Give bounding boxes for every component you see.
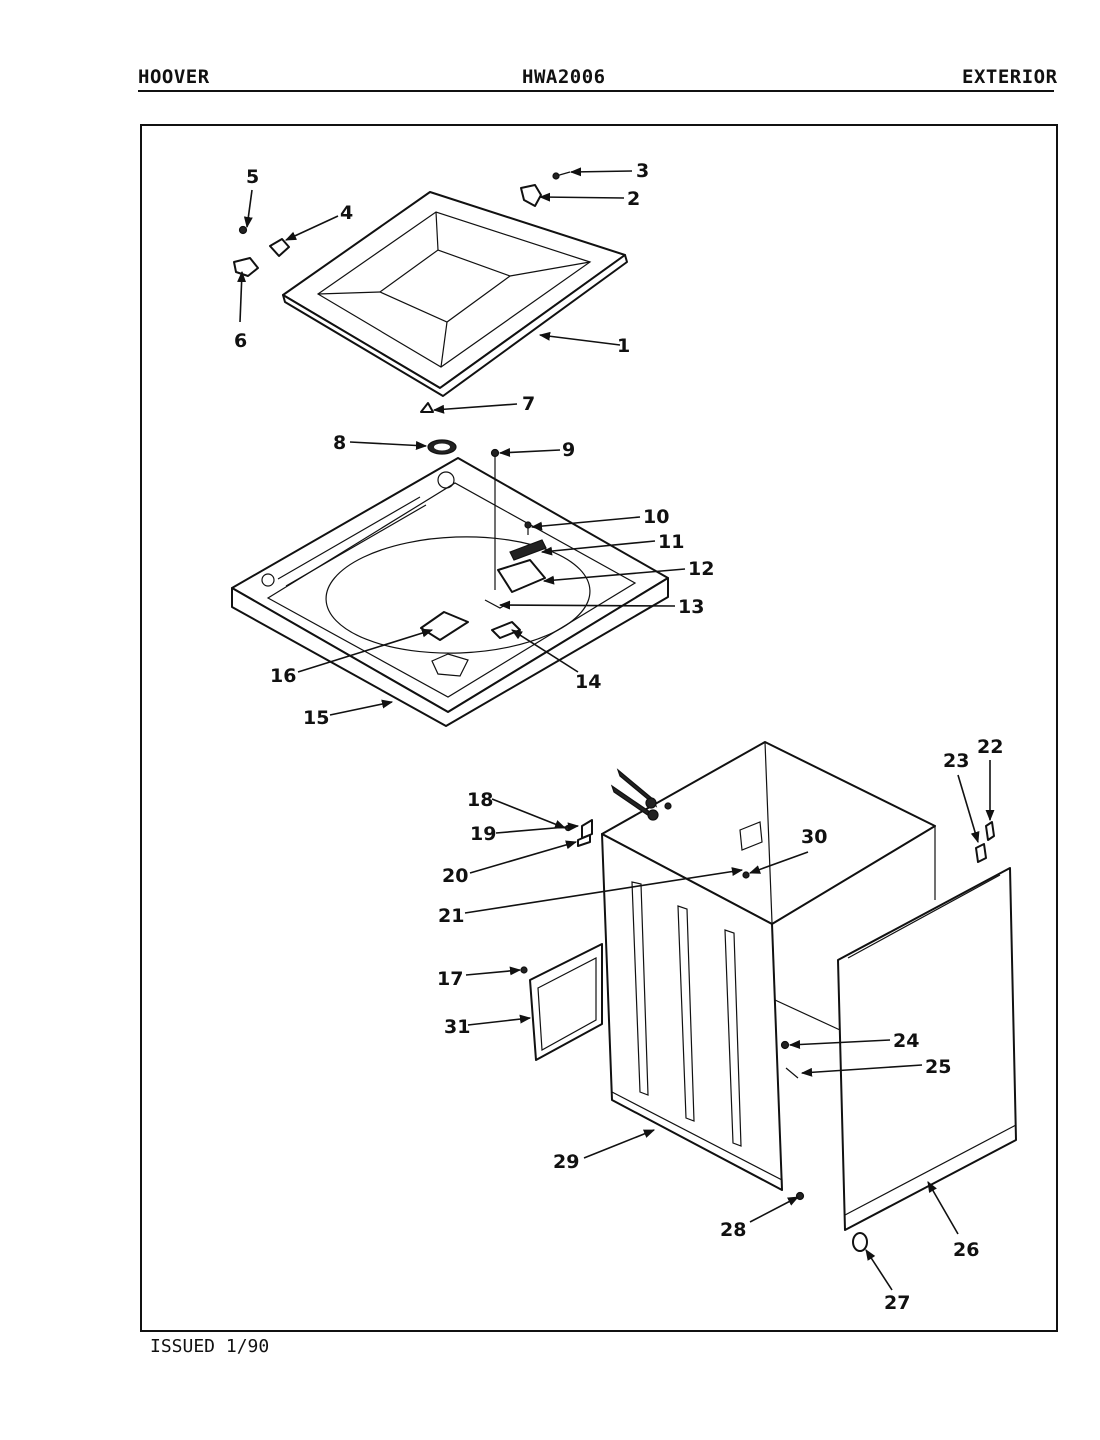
callout-26: 26 — [953, 1239, 979, 1261]
callout-16: 16 — [270, 665, 296, 687]
callout-31: 31 — [444, 1016, 470, 1038]
callout-30: 30 — [801, 826, 827, 848]
callout-5: 5 — [246, 166, 259, 188]
diagram-frame — [140, 124, 1058, 1332]
callout-12: 12 — [688, 558, 714, 580]
callout-18: 18 — [467, 789, 493, 811]
header-model: HWA2006 — [522, 66, 606, 88]
callout-27: 27 — [884, 1292, 910, 1314]
callout-13: 13 — [678, 596, 704, 618]
callout-6: 6 — [234, 330, 247, 352]
rear-panel-part — [520, 943, 805, 1201]
hinge-parts — [233, 171, 571, 413]
top-cover-part — [231, 439, 669, 727]
callout-25: 25 — [925, 1056, 951, 1078]
header-brand: HOOVER — [138, 66, 210, 88]
cabinet-part — [564, 741, 936, 1191]
callout-20: 20 — [442, 865, 468, 887]
side-panel-part — [837, 821, 1017, 1252]
callout-23: 23 — [943, 750, 969, 772]
lid-part — [282, 191, 628, 397]
callout-22: 22 — [977, 736, 1003, 758]
callout-15: 15 — [303, 707, 329, 729]
header-rule — [138, 90, 1054, 92]
leader-lines — [237, 167, 995, 1291]
callout-labels: 1 2 3 4 5 6 7 8 9 10 11 12 13 14 15 16 1… — [234, 160, 1003, 1314]
callout-17: 17 — [437, 968, 463, 990]
callout-24: 24 — [893, 1030, 919, 1052]
callout-1: 1 — [617, 335, 630, 357]
callout-7: 7 — [522, 393, 535, 415]
callout-8: 8 — [333, 432, 346, 454]
callout-29: 29 — [553, 1151, 579, 1173]
callout-11: 11 — [658, 531, 684, 553]
issued-date: ISSUED 1/90 — [150, 1336, 270, 1357]
callout-3: 3 — [636, 160, 649, 182]
callout-19: 19 — [470, 823, 496, 845]
callout-2: 2 — [627, 188, 640, 210]
header-section: EXTERIOR — [962, 66, 1058, 88]
callout-9: 9 — [562, 439, 575, 461]
callout-4: 4 — [340, 202, 353, 224]
callout-21: 21 — [438, 905, 464, 927]
callout-14: 14 — [575, 671, 601, 693]
callout-10: 10 — [643, 506, 669, 528]
callout-28: 28 — [720, 1219, 746, 1241]
